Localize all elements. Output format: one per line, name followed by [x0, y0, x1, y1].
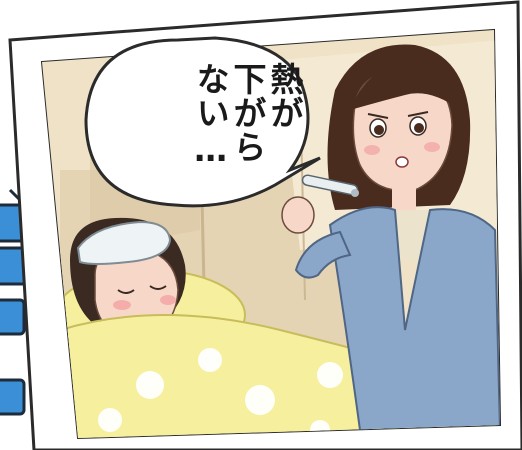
caretaker-woman	[281, 44, 500, 431]
ice-pack-icon	[76, 220, 172, 265]
thermometer-icon	[301, 174, 359, 197]
speech-bubble-text: 熱が 下がら ない…	[191, 62, 304, 170]
speech-bubble	[84, 36, 321, 208]
room-scene	[42, 30, 500, 438]
